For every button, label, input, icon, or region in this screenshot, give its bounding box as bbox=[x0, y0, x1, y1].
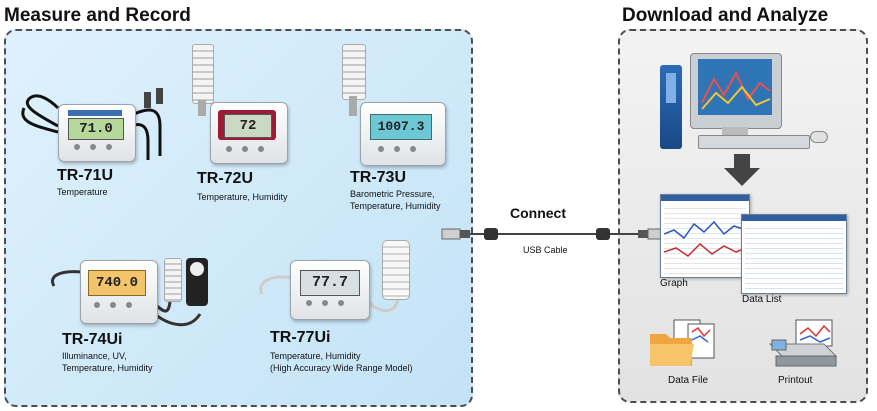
connect-label: Connect bbox=[510, 205, 566, 221]
tr73u-device: 1007.3 bbox=[338, 40, 454, 168]
tr71u-description: Temperature bbox=[57, 187, 108, 197]
lcd-display: 72 bbox=[224, 114, 272, 138]
lcd-display: 71.0 bbox=[68, 118, 124, 140]
measure-record-panel bbox=[4, 29, 473, 407]
humidity-sensor-icon bbox=[342, 44, 366, 100]
usb-cable-label: USB Cable bbox=[523, 245, 568, 255]
tr74ui-description: Illuminance, UV, Temperature, Humidity bbox=[62, 351, 153, 373]
computer-icon bbox=[640, 45, 840, 155]
data-list-screenshot bbox=[741, 214, 847, 294]
data-file-label: Data File bbox=[668, 375, 709, 386]
graph-label: Graph bbox=[660, 278, 688, 289]
tr74ui-model: TR-74Ui bbox=[62, 331, 123, 348]
graph-screenshot bbox=[660, 194, 750, 278]
tr77ui-model: TR-77Ui bbox=[270, 329, 331, 346]
humidity-sensor-icon bbox=[192, 44, 214, 104]
tr73u-model: TR-73U bbox=[350, 169, 407, 186]
printer-icon bbox=[768, 319, 838, 367]
tr73u-description: Barometric Pressure, Temperature, Humidi… bbox=[350, 189, 441, 211]
tr72u-description: Temperature, Humidity bbox=[197, 192, 288, 202]
lcd-display: 740.0 bbox=[88, 270, 146, 296]
data-file-icon bbox=[650, 319, 715, 366]
measure-record-title: Measure and Record bbox=[4, 5, 191, 26]
data-list-label: Data List bbox=[742, 294, 782, 305]
printout-label: Printout bbox=[778, 375, 813, 386]
tr71u-model: TR-71U bbox=[57, 167, 114, 184]
tr77ui-device: 77.7 bbox=[252, 238, 422, 328]
lcd-display: 1007.3 bbox=[370, 114, 432, 140]
tr77ui-description: Temperature, Humidity (High Accuracy Wid… bbox=[270, 351, 413, 373]
download-analyze-title: Download and Analyze bbox=[622, 5, 829, 26]
tr72u-device: 72 bbox=[190, 40, 300, 165]
tr71u-device: 71.0 bbox=[10, 86, 180, 166]
usb-cable-icon bbox=[441, 228, 667, 240]
humidity-sensor-icon bbox=[382, 240, 410, 300]
tr74ui-device: 740.0 bbox=[40, 252, 220, 332]
tr72u-model: TR-72U bbox=[197, 170, 254, 187]
down-arrow-icon bbox=[724, 154, 760, 186]
lcd-display: 77.7 bbox=[300, 270, 360, 296]
